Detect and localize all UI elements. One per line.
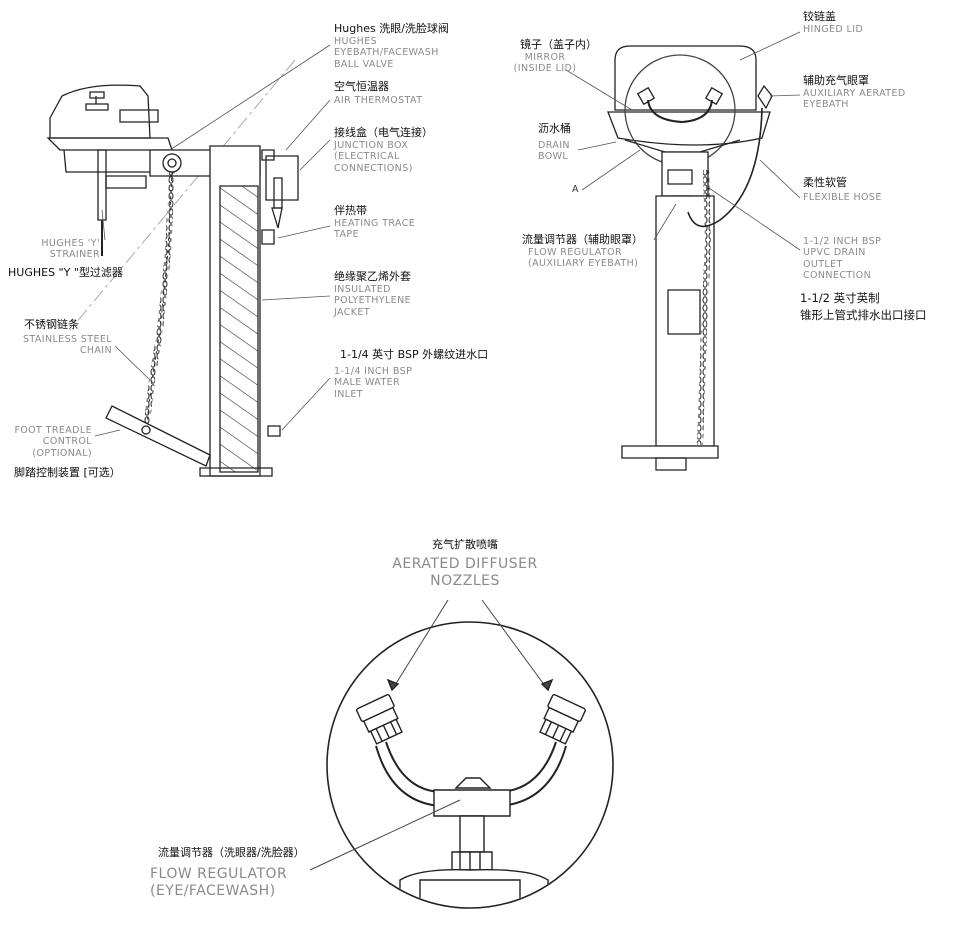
treadle-en-line-3: (OPTIONAL) xyxy=(32,447,92,459)
ball-valve-label-en: HUGHES EYEBATH/FACEWASH BALL VALVE xyxy=(334,36,439,70)
ball-valve-label-zh: Hughes 洗眼/洗脸球阀 xyxy=(334,22,449,35)
jacket-label-zh: 绝缘聚乙烯外套 xyxy=(334,270,411,283)
aux-eyebath-label-en: AUXILIARY AERATED EYEBATH xyxy=(803,88,906,111)
eye-regulator-label-zh: 流量调节器（洗眼器/洗脸器） xyxy=(158,846,305,859)
mirror-label-zh: 镜子（盖子内） xyxy=(520,38,597,51)
chain-label-zh: 不锈钢链条 xyxy=(24,318,79,331)
nozzles-label-en: AERATED DIFFUSER NOZZLES xyxy=(360,556,570,590)
chain-en-line-2: CHAIN xyxy=(79,345,112,357)
detail-nozzle-view xyxy=(310,600,613,920)
thermostat-label-en: AIR THERMOSTAT xyxy=(334,95,423,106)
junction-en-line-2: (ELECTRICAL xyxy=(334,151,400,163)
mirror-en-line-1: MIRROR xyxy=(524,52,566,63)
aux-eyebath-label-zh: 辅助充气眼罩 xyxy=(803,74,869,87)
hinged-lid-label-zh: 铰链盖 xyxy=(803,10,836,23)
heating-tape-label-zh: 伴热带 xyxy=(334,204,367,217)
junction-box-label-en: JUNCTION BOX (ELECTRICAL CONNECTIONS) xyxy=(334,140,413,174)
flexible-hose-label-en: FLEXIBLE HOSE xyxy=(803,192,882,203)
treadle-label-en: FOOT TREADLE CONTROL (OPTIONAL) xyxy=(0,425,92,459)
heating-tape-label-en: HEATING TRACE TAPE xyxy=(334,218,415,241)
ball-valve-en-line-3: BALL VALVE xyxy=(334,58,394,70)
aux-regulator-label-zh: 流量调节器（辅助眼罩） xyxy=(522,233,643,246)
jacket-en-line-1: INSULATED xyxy=(334,284,391,295)
bowl-en-line-2: BOWL xyxy=(538,151,569,163)
aux-regulator-label-en: FLOW REGULATOR (AUXILIARY EYEBATH) xyxy=(528,247,638,270)
section-marker-a: A xyxy=(572,184,579,195)
water-inlet-label-en: 1-1/4 INCH BSP MALE WATER INLET xyxy=(334,366,412,400)
strainer-en-line-2: STRAINER xyxy=(49,249,100,261)
treadle-en-line-2: CONTROL xyxy=(42,436,92,448)
aux-reg-en-line-1: FLOW REGULATOR xyxy=(528,247,622,258)
aux-en-line-2: EYEBATH xyxy=(803,99,849,111)
heat-tape-en-line-1: HEATING TRACE xyxy=(334,218,416,229)
drain-en-line-3: OUTLET xyxy=(803,258,843,270)
junction-en-line-3: CONNECTIONS) xyxy=(334,162,413,174)
inlet-en-line-2: MALE WATER xyxy=(334,377,401,389)
strainer-label-zh: HUGHES "Y "型过滤器 xyxy=(8,266,123,279)
eye-reg-en-line-2: (EYE/FACEWASH) xyxy=(150,882,276,899)
drain-zh-line-2: 锥形上管式排水出口接口 xyxy=(800,307,927,322)
eye-reg-en-line-1: FLOW REGULATOR xyxy=(150,866,288,882)
aux-reg-en-line-2: (AUXILIARY EYEBATH) xyxy=(528,258,639,270)
drain-en-line-4: CONNECTION xyxy=(803,270,872,282)
drain-bowl-label-zh: 沥水桶 xyxy=(538,122,571,135)
mirror-label-en: MIRROR (INSIDE LID) xyxy=(506,52,584,75)
left-side-view xyxy=(48,45,330,476)
drain-outlet-label-zh: 1-1/2 英寸英制 锥形上管式排水出口接口 xyxy=(800,290,927,323)
treadle-en-line-1: FOOT TREADLE xyxy=(14,425,92,436)
water-inlet-label-zh: 1-1/4 英寸 BSP 外螺纹进水口 xyxy=(340,348,489,361)
treadle-label-zh: 脚踏控制装置 [可选） xyxy=(14,466,121,479)
drain-zh-line-1: 1-1/2 英寸英制 xyxy=(800,291,880,305)
chain-label-en: STAINLESS STEEL CHAIN xyxy=(10,334,112,357)
ball-valve-en-line-2: EYEBATH/FACEWASH xyxy=(334,47,439,59)
drain-en-line-2: UPVC DRAIN xyxy=(803,247,866,259)
eye-regulator-label-en: FLOW REGULATOR (EYE/FACEWASH) xyxy=(150,866,287,900)
bowl-en-line-1: DRAIN xyxy=(538,140,570,151)
flexible-hose-label-zh: 柔性软管 xyxy=(803,176,847,189)
jacket-label-en: INSULATED POLYETHYLENE JACKET xyxy=(334,284,411,318)
thermostat-label-zh: 空气恒温器 xyxy=(334,80,389,93)
drain-outlet-label-en: 1-1/2 INCH BSP UPVC DRAIN OUTLET CONNECT… xyxy=(803,236,881,282)
drain-en-line-1: 1-1/2 INCH BSP xyxy=(803,236,882,247)
drain-bowl-label-en: DRAIN BOWL xyxy=(538,140,570,163)
heat-tape-en-line-2: TAPE xyxy=(334,229,359,241)
chain-en-line-1: STAINLESS STEEL xyxy=(22,334,112,345)
nozzles-label-zh: 充气扩散喷嘴 xyxy=(432,538,498,551)
nozzles-en-line-2: NOZZLES xyxy=(430,572,500,589)
junction-box-label-zh: 接线盒（电气连接） xyxy=(334,126,433,139)
aux-en-line-1: AUXILIARY AERATED xyxy=(803,88,906,99)
hinged-lid-label-en: HINGED LID xyxy=(803,24,864,35)
strainer-en-line-1: HUGHES 'Y' xyxy=(41,238,100,249)
right-front-view xyxy=(566,32,800,470)
strainer-label-en: HUGHES 'Y' STRAINER xyxy=(4,238,100,261)
jacket-en-line-3: JACKET xyxy=(334,306,371,318)
inlet-en-line-3: INLET xyxy=(334,388,364,400)
mirror-en-line-2: (INSIDE LID) xyxy=(513,63,577,75)
nozzles-en-line-1: AERATED DIFFUSER xyxy=(392,556,538,572)
inlet-en-line-1: 1-1/4 INCH BSP xyxy=(334,366,413,377)
ball-valve-en-line-1: HUGHES xyxy=(334,36,378,47)
jacket-en-line-2: POLYETHYLENE xyxy=(334,295,411,307)
junction-en-line-1: JUNCTION BOX xyxy=(334,140,409,151)
